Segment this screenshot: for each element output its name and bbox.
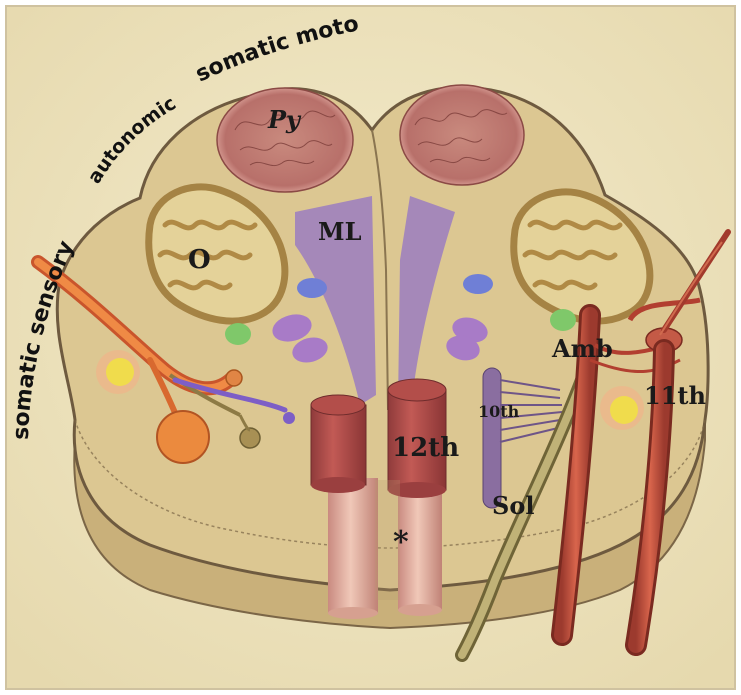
label-vagus: 10th (478, 402, 520, 421)
blue-nucleus-left (297, 278, 327, 298)
green-nucleus-right (550, 309, 576, 331)
green-nucleus-left (225, 323, 251, 345)
label-pyramid: Py (267, 105, 302, 134)
pyramid-left (217, 88, 353, 192)
label-medial-lemniscus: ML (318, 217, 362, 246)
blue-nucleus-right (463, 274, 493, 294)
label-hypoglossal: 12th (392, 433, 459, 463)
label-nucleus-ambiguus: Amb (551, 334, 613, 363)
label-olive: O (188, 245, 211, 275)
label-accessory: 11th (644, 381, 706, 410)
label-solitary: Sol (492, 491, 534, 520)
label-asterisk: * (393, 525, 409, 560)
pyramid-right (400, 85, 524, 185)
yellow-nucleus-left (106, 358, 134, 386)
yellow-nucleus-right (610, 396, 638, 424)
